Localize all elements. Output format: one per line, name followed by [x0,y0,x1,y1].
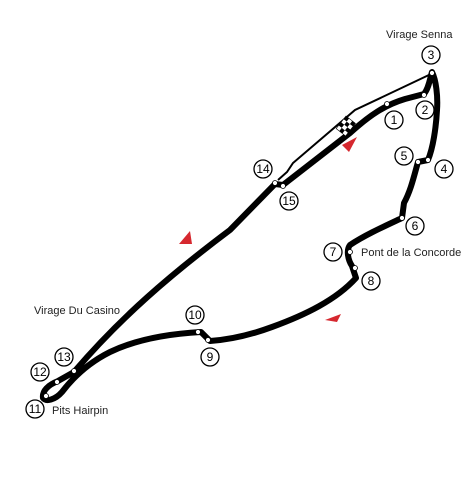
turn-7: 7 [323,242,343,262]
turn-9: 9 [200,347,220,367]
direction-arrow-icon [342,137,357,152]
turn-2: 2 [415,100,435,120]
direction-arrow-icon [179,231,192,244]
svg-text:9: 9 [207,350,214,364]
turn-12: 12 [30,362,50,382]
turn-15: 15 [279,191,299,211]
track [39,69,441,403]
label-pits-hairpin: Pits Hairpin [52,405,108,417]
svg-text:2: 2 [422,103,429,117]
turn-1: 1 [384,110,404,130]
direction-arrow-icon [325,314,341,322]
svg-text:10: 10 [188,308,202,322]
turn-14: 14 [253,159,273,179]
svg-text:12: 12 [33,365,47,379]
svg-text:3: 3 [428,48,435,62]
label-virage-du-casino: Virage Du Casino [34,305,120,317]
svg-text:8: 8 [368,274,375,288]
pit-lane [277,73,432,181]
turn-11: 11 [25,399,45,419]
svg-text:15: 15 [282,194,296,208]
corner-dots [43,70,435,399]
svg-text:1: 1 [391,113,398,127]
turn-13: 13 [54,347,74,367]
label-pont-de-la-concorde: Pont de la Concorde [361,247,461,259]
turn-6: 6 [405,216,425,236]
start-finish-flag [335,115,356,137]
svg-text:5: 5 [401,149,408,163]
turn-5: 5 [394,146,414,166]
turn-3: 3 [421,45,441,65]
svg-text:6: 6 [412,219,419,233]
turn-4: 4 [434,159,454,179]
svg-text:14: 14 [256,162,270,176]
turn-10: 10 [185,305,205,325]
svg-text:7: 7 [330,245,337,259]
svg-text:13: 13 [57,350,71,364]
turn-8: 8 [361,271,381,291]
label-virage-senna: Virage Senna [386,29,453,41]
svg-text:11: 11 [29,402,42,416]
svg-text:4: 4 [441,162,448,176]
